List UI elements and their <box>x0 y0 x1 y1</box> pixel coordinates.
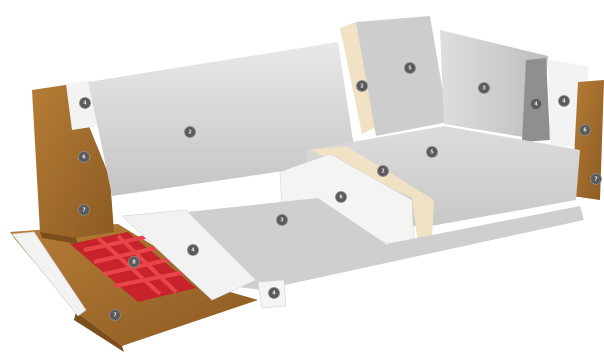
back-cushion-marker-label: 5 <box>408 65 412 71</box>
webbing-marker: 8 <box>129 257 140 268</box>
back-cushion-marker: 5 <box>405 63 416 74</box>
base-frame-marker: 7 <box>110 310 121 321</box>
left-arm-lower-marker-label: 7 <box>82 207 86 213</box>
front-foam-marker: 4 <box>188 245 199 256</box>
base-frame-marker-label: 7 <box>113 312 117 318</box>
back-fabric-marker-label: 2 <box>188 129 192 135</box>
frame-front-marker: 4 <box>269 288 280 299</box>
deck-marker-label: 3 <box>280 217 284 223</box>
left-arm-inner-marker: 6 <box>79 152 90 163</box>
seat-foam-marker: 6 <box>336 192 347 203</box>
front-foam-marker-label: 4 <box>191 247 195 253</box>
seat-batting-marker: 2 <box>378 166 389 177</box>
right-arm-foam-marker: 4 <box>531 99 542 110</box>
left-arm-inner-marker-label: 6 <box>82 154 86 160</box>
right-arm-lower-marker-label: 7 <box>594 176 598 182</box>
right-arm-lower-marker: 7 <box>591 174 602 185</box>
back-batting-marker: 2 <box>357 81 368 92</box>
right-arm-top-marker-label: 4 <box>562 98 566 104</box>
seat-batting-marker-label: 2 <box>381 168 385 174</box>
right-arm-side-marker: 6 <box>580 125 591 136</box>
deck-marker: 3 <box>277 215 288 226</box>
left-arm-lower-marker: 7 <box>79 205 90 216</box>
right-arm-top-marker: 4 <box>559 96 570 107</box>
seat-cushion-marker: 5 <box>427 147 438 158</box>
right-arm-side-marker-label: 6 <box>583 127 587 133</box>
frame-front-marker-label: 4 <box>272 290 276 296</box>
back-batting-marker-label: 2 <box>360 83 364 89</box>
seat-cushion-marker-label: 5 <box>430 149 434 155</box>
left-arm-top-marker-label: 4 <box>83 100 87 106</box>
right-arm-fabric-marker-label: 3 <box>482 85 486 91</box>
left-arm-top-marker: 4 <box>80 98 91 109</box>
right-arm-foam-marker-label: 4 <box>534 101 538 107</box>
webbing-marker-label: 8 <box>132 259 136 265</box>
right-arm-fabric-marker: 3 <box>479 83 490 94</box>
seat-foam-marker-label: 6 <box>339 194 343 200</box>
back-fabric-marker: 2 <box>185 127 196 138</box>
